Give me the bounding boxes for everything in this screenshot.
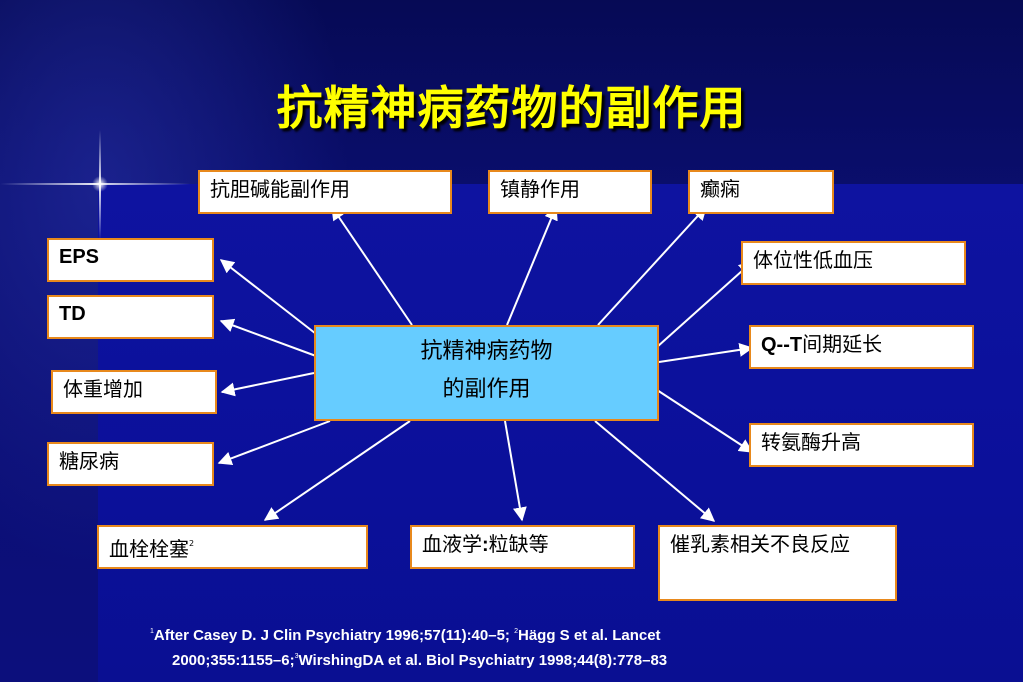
node-qt: Q--T间期延长 [749, 325, 974, 369]
arrow-weight-gain [220, 372, 315, 397]
node-weight-gain-label: 体重增加 [63, 377, 143, 401]
arrow-hematology [504, 420, 527, 522]
node-td-label: TD [59, 303, 86, 325]
arrow-orthostatic [656, 261, 754, 348]
arrow-transaminase [656, 389, 754, 453]
node-orthostatic: 体位性低血压 [741, 241, 966, 285]
center-node-line2: 的副作用 [442, 377, 531, 402]
arrow-eps [219, 259, 321, 338]
reference-part-2: Hägg S et al. Lancet [518, 627, 661, 644]
node-anticholinergic-label: 抗胆碱能副作用 [210, 177, 350, 201]
node-diabetes-label: 糖尿病 [59, 449, 119, 473]
reference-part-1: After Casey D. J Clin Psychiatry 1996;57… [153, 627, 515, 644]
reference-part-3: 2000;355:1155–6; [172, 652, 295, 669]
node-thromboembolism: 血栓栓塞2 [97, 525, 368, 569]
reference-sup-1: 1 [150, 628, 154, 635]
node-qt-suffix: 间期延长 [802, 332, 883, 356]
reference-line-2: 2000;355:1155–6;3WirshingDA et al. Biol … [150, 646, 790, 671]
node-thromboembolism-footnote: 2 [189, 539, 195, 548]
reference-part-4: WirshingDA et al. Biol Psychiatry 1998;4… [298, 652, 668, 669]
node-sedation: 镇静作用 [488, 170, 652, 214]
node-hematology: 血液学:粒缺等 [410, 525, 635, 569]
node-diabetes: 糖尿病 [47, 442, 214, 486]
reference-sup-3: 3 [294, 653, 299, 660]
node-transaminase: 转氨酶升高 [749, 423, 974, 467]
node-hematology-colon: : [482, 534, 489, 556]
reference-sup-2: 2 [514, 628, 518, 635]
node-eps: EPS [47, 238, 214, 282]
arrow-seizure [597, 205, 707, 326]
node-transaminase-label: 转氨酶升高 [761, 430, 861, 454]
arrow-anticholinergic [331, 205, 413, 326]
slide-title: 抗精神病药物的副作用 [276, 81, 747, 135]
arrow-prolactin [594, 420, 716, 522]
center-node: 抗精神病药物 的副作用 [314, 325, 659, 421]
arrow-thrombo [263, 420, 411, 521]
node-qt-prefix: Q--T [761, 334, 803, 356]
arrow-qt [658, 342, 754, 363]
reference-line-1: 1After Casey D. J Clin Psychiatry 1996;5… [150, 627, 661, 644]
arrow-diabetes [217, 420, 331, 466]
node-prolactin: 催乳素相关不良反应 [658, 525, 897, 601]
node-weight-gain: 体重增加 [51, 370, 217, 414]
node-eps-label: EPS [59, 246, 100, 268]
center-node-line1: 抗精神病药物 [420, 339, 553, 364]
node-hematology-prefix: 血液学 [422, 532, 482, 556]
node-seizure-label: 癫痫 [700, 177, 740, 201]
node-orthostatic-label: 体位性低血压 [753, 248, 873, 272]
references: 1After Casey D. J Clin Psychiatry 1996;5… [150, 621, 790, 671]
node-prolactin-label: 催乳素相关不良反应 [670, 532, 850, 556]
node-hematology-suffix: 粒缺等 [488, 532, 549, 556]
arrow-sedation [506, 205, 558, 326]
light-flare-core [92, 176, 108, 192]
node-td: TD [47, 295, 214, 339]
node-sedation-label: 镇静作用 [500, 177, 580, 201]
node-anticholinergic: 抗胆碱能副作用 [198, 170, 452, 214]
arrow-td [219, 318, 317, 357]
node-seizure: 癫痫 [688, 170, 834, 214]
node-thromboembolism-label: 血栓栓塞 [109, 537, 189, 561]
